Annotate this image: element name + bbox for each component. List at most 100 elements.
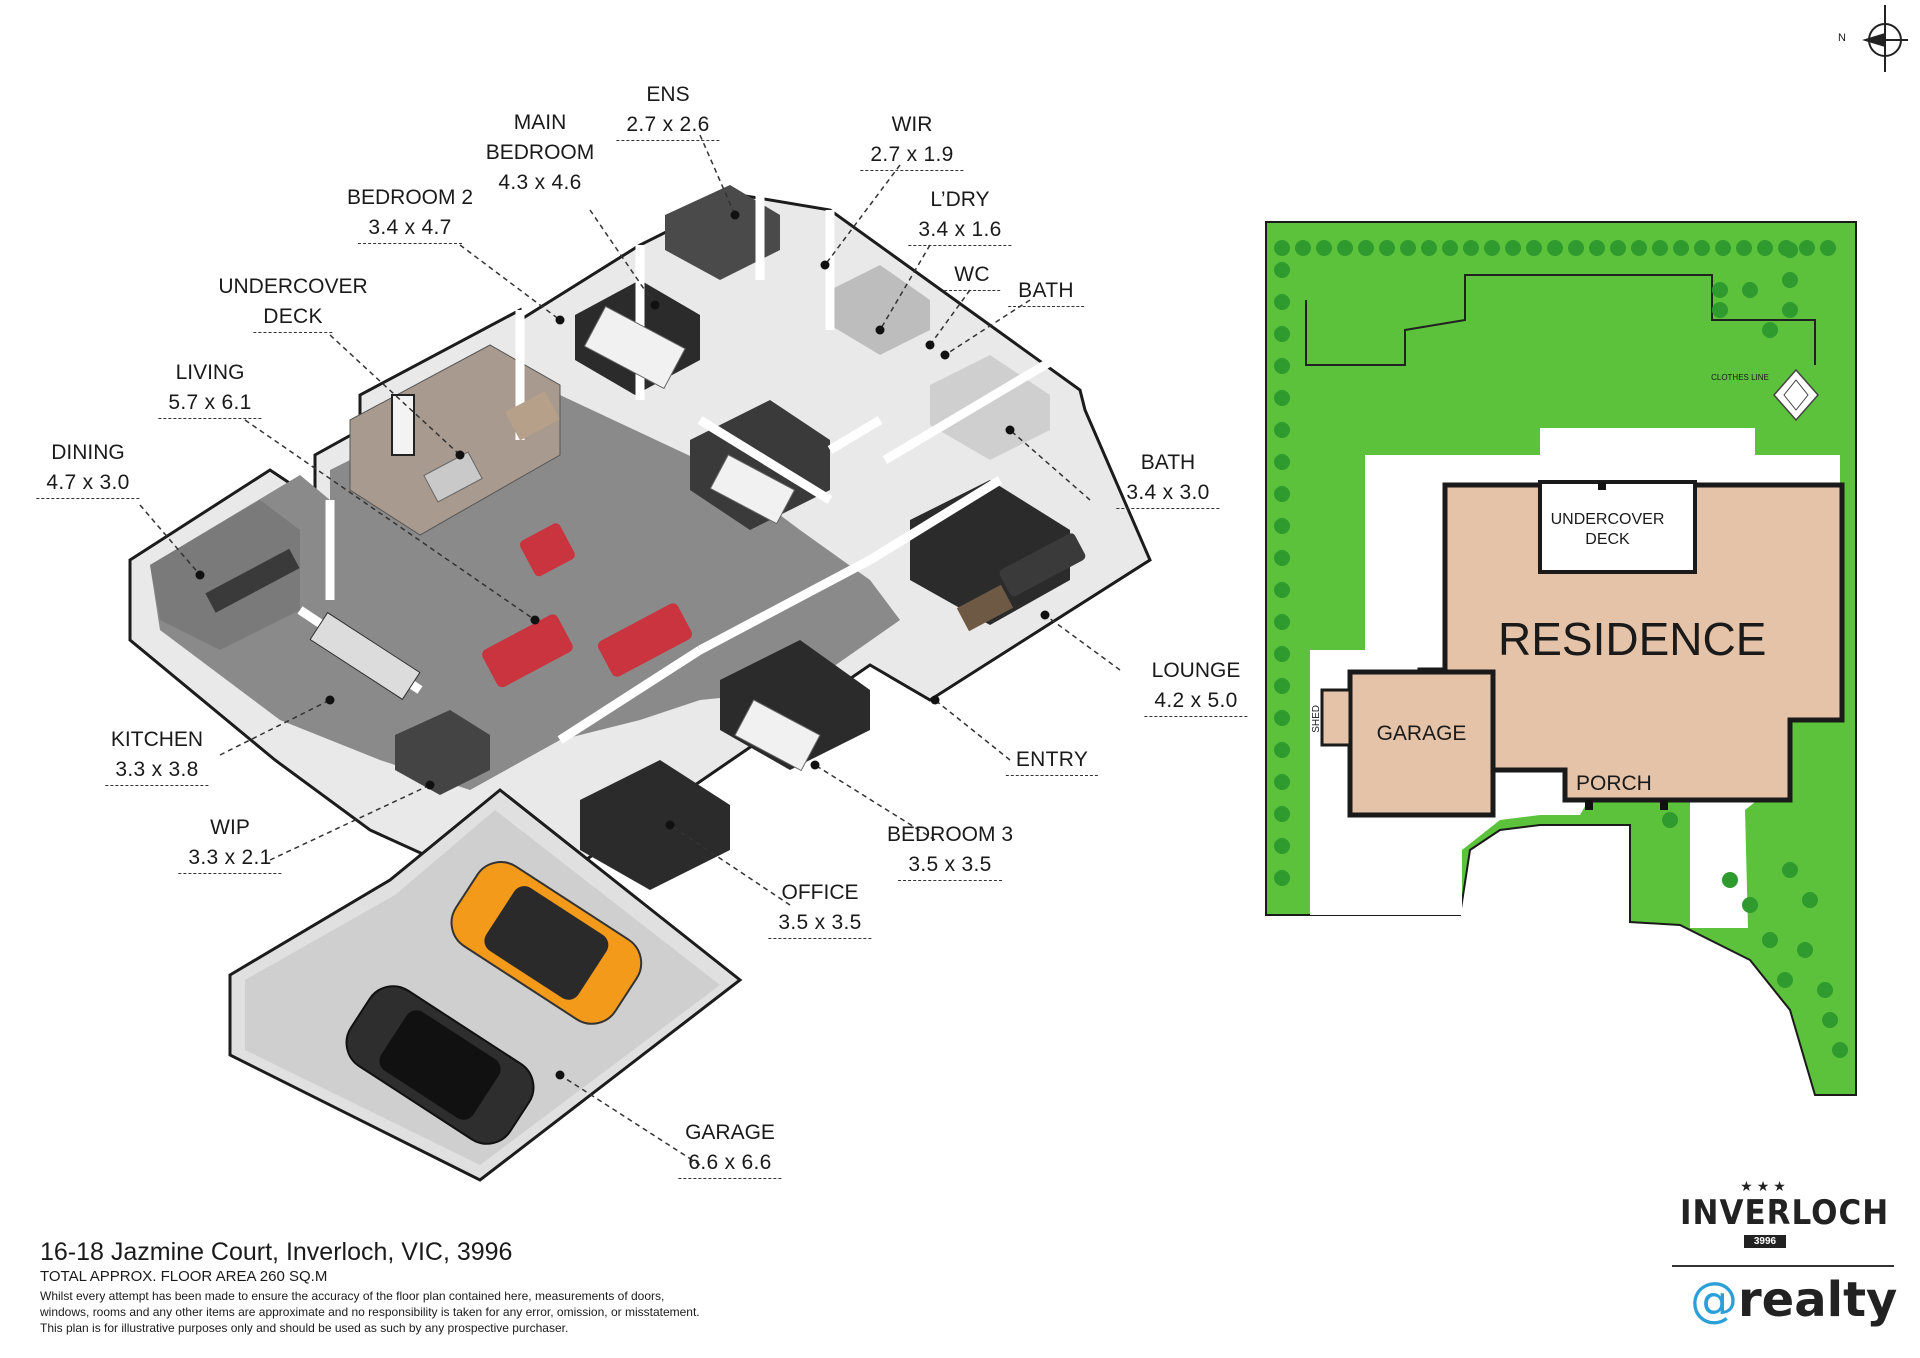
disclaimer-line: This plan is for illustrative purposes o… bbox=[40, 1321, 569, 1335]
tree-icon bbox=[1274, 422, 1290, 438]
disclaimer: Whilst every attempt has been made to en… bbox=[40, 1288, 800, 1336]
room-label-laundry: L’DRY 3.4 x 1.6 bbox=[908, 185, 1012, 246]
tree-icon bbox=[1274, 326, 1290, 342]
tree-icon bbox=[1822, 1012, 1838, 1028]
chimney bbox=[391, 394, 415, 456]
armchair-red bbox=[519, 523, 575, 577]
office-floor bbox=[580, 760, 730, 890]
leader-dots bbox=[195, 210, 1050, 1080]
room-name: WIP bbox=[210, 816, 250, 839]
tree-icon bbox=[1715, 240, 1731, 256]
tree-icon bbox=[1712, 302, 1728, 318]
deck-floor bbox=[349, 344, 561, 536]
room-name: L’DRY bbox=[930, 188, 990, 211]
room-name-line2: BEDROOM bbox=[485, 141, 595, 164]
brand-divider bbox=[1672, 1265, 1894, 1267]
ens-floor bbox=[665, 185, 780, 280]
site-garage-label: GARAGE bbox=[1376, 722, 1467, 745]
tree-icon bbox=[1797, 942, 1813, 958]
logo-postcode: 3996 bbox=[1743, 1235, 1787, 1248]
boundary-line bbox=[1305, 274, 1816, 366]
room-name: BATH bbox=[1008, 276, 1084, 307]
shed-label: SHED bbox=[1311, 705, 1322, 733]
room-label-office: OFFICE 3.5 x 3.5 bbox=[768, 878, 872, 939]
tree-icon bbox=[1274, 710, 1290, 726]
clothes-line-label: CLOTHES LINE bbox=[1710, 373, 1770, 383]
garage-footprint bbox=[1347, 669, 1496, 818]
room-dimensions: 3.3 x 3.8 bbox=[105, 755, 209, 786]
tree-icon bbox=[1722, 872, 1738, 888]
tree-icon bbox=[1610, 240, 1626, 256]
tree-icon bbox=[1337, 240, 1353, 256]
tree-icon bbox=[1274, 806, 1290, 822]
room-label-ens: ENS 2.7 x 2.6 bbox=[616, 80, 720, 141]
atrealty-logo: @realty bbox=[1690, 1272, 1897, 1328]
north-letter: N bbox=[1838, 32, 1846, 44]
tree-icon bbox=[1274, 390, 1290, 406]
tree-icon bbox=[1400, 240, 1416, 256]
room-label-undercover-deck: UNDERCOVER DECK bbox=[218, 272, 368, 333]
room-label-bedroom-3: BEDROOM 3 3.5 x 3.5 bbox=[887, 820, 1013, 881]
tree-icon bbox=[1274, 614, 1290, 630]
room-name: WIR bbox=[891, 113, 933, 136]
site-undercover-deck-label: UNDERCOVER DECK bbox=[1540, 510, 1675, 550]
room-dimensions: 4.7 x 3.0 bbox=[36, 468, 140, 499]
tree-icon bbox=[1274, 262, 1290, 278]
tree-icon bbox=[1274, 582, 1290, 598]
lounge-sofa bbox=[999, 533, 1086, 597]
tree-icon bbox=[1742, 282, 1758, 298]
sofa-red-2 bbox=[597, 603, 693, 677]
room-name: BATH bbox=[1140, 451, 1196, 474]
tree-icon bbox=[1662, 812, 1678, 828]
clothes-line-icon bbox=[1773, 368, 1819, 422]
black-car bbox=[345, 985, 535, 1145]
deck-line-1: UNDERCOVER bbox=[1550, 511, 1665, 528]
room-label-lounge: LOUNGE 4.2 x 5.0 bbox=[1144, 656, 1248, 717]
bed-2 bbox=[709, 454, 796, 525]
disclaimer-line: Whilst every attempt has been made to en… bbox=[40, 1289, 665, 1303]
room-dimensions: 3.3 x 2.1 bbox=[178, 843, 282, 874]
house-body bbox=[128, 160, 1152, 907]
shed-footprint bbox=[1320, 688, 1352, 747]
tree-icon bbox=[1421, 240, 1437, 256]
logo-agency: realty bbox=[1738, 1272, 1898, 1328]
room-name: BEDROOM 2 bbox=[346, 186, 474, 209]
tree-icon bbox=[1316, 240, 1332, 256]
tree-icon bbox=[1736, 240, 1752, 256]
room-dimensions: 4.3 x 4.6 bbox=[498, 171, 582, 194]
tree-icon bbox=[1694, 240, 1710, 256]
room-dimensions: 4.2 x 5.0 bbox=[1144, 686, 1248, 717]
porch-label: PORCH bbox=[1576, 772, 1652, 795]
tree-icon bbox=[1757, 240, 1773, 256]
tree-icon bbox=[1274, 678, 1290, 694]
inverloch-logo: ★★★ INVERLOCH 3996 bbox=[1680, 1178, 1890, 1249]
dining-floor bbox=[150, 500, 300, 650]
room-dimensions: 5.7 x 6.1 bbox=[158, 388, 262, 419]
interior-walls bbox=[297, 160, 1073, 744]
room-label-entry: ENTRY bbox=[1005, 745, 1099, 776]
room-name-line2: DECK bbox=[253, 302, 333, 333]
room-label-kitchen: KITCHEN 3.3 x 3.8 bbox=[105, 725, 209, 786]
tree-icon bbox=[1484, 240, 1500, 256]
tree-icon bbox=[1782, 862, 1798, 878]
garage-3d bbox=[228, 788, 743, 1182]
tree-icon bbox=[1589, 240, 1605, 256]
residence-label: RESIDENCE bbox=[1498, 613, 1767, 665]
room-label-garage: GARAGE 6.6 x 6.6 bbox=[678, 1118, 782, 1179]
room-label-bedroom-2: BEDROOM 2 3.4 x 4.7 bbox=[347, 183, 473, 244]
tree-icon bbox=[1712, 282, 1728, 298]
property-address: 16-18 Jazmine Court, Inverloch, VIC, 399… bbox=[40, 1238, 513, 1266]
tree-icon bbox=[1673, 240, 1689, 256]
room-label-bath-top: BATH bbox=[1008, 276, 1084, 307]
tree-icon bbox=[1274, 518, 1290, 534]
tree-icon bbox=[1547, 240, 1563, 256]
tree-icon bbox=[1358, 240, 1374, 256]
orange-car bbox=[450, 861, 643, 1025]
room-label-wc: WC bbox=[944, 260, 1000, 291]
logo-town: INVERLOCH bbox=[1680, 1193, 1890, 1233]
tree-icon bbox=[1274, 240, 1290, 256]
tree-icon bbox=[1762, 322, 1778, 338]
stars-icon: ★★★ bbox=[1740, 1178, 1790, 1194]
room-name: BEDROOM 3 bbox=[886, 823, 1014, 846]
